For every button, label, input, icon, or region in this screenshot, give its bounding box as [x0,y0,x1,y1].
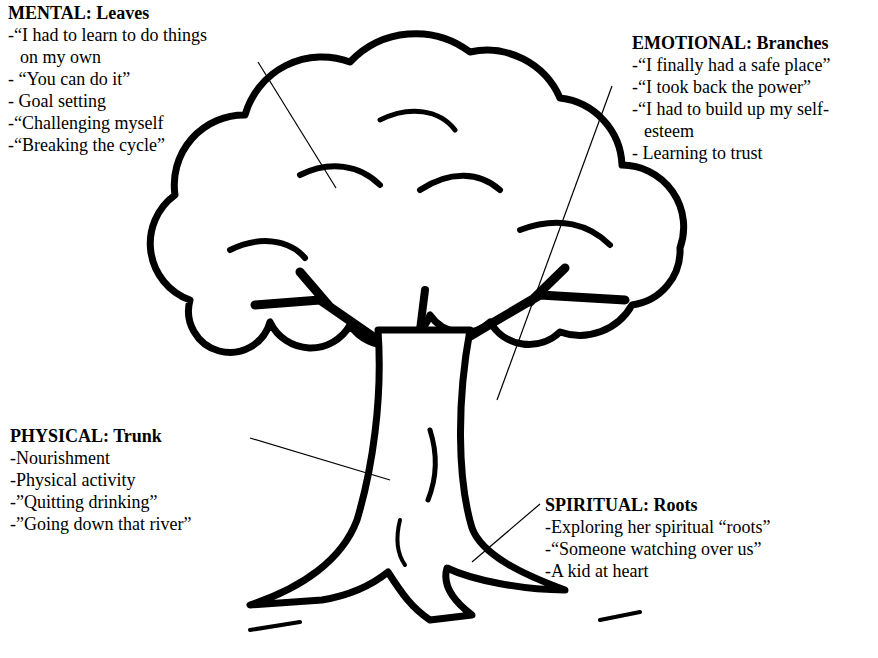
section-heading: PHYSICAL: Trunk [10,425,260,447]
list-item: -A kid at heart [545,560,865,582]
list-item: - “You can do it” [8,68,223,90]
leader-line [497,86,612,400]
list-item: -“I finally had a safe place” [632,54,862,76]
list-item: -“I had to build up my self-esteem [632,98,862,142]
list-item: -”Going down that river” [10,513,260,535]
leader-line [250,438,390,480]
tree-branch [420,290,425,330]
list-item: -Exploring her spiritual “roots” [545,516,865,538]
list-item: -Physical activity [10,469,260,491]
list-item: -“Someone watching over us” [545,538,865,560]
list-item: -“Challenging myself [8,112,223,134]
list-item: - Goal setting [8,90,223,112]
tree-trunk [250,330,565,620]
label-group: EMOTIONAL: Branches-“I finally had a saf… [632,32,862,164]
canopy-detail [520,223,610,245]
tree-canopy [150,34,683,353]
tree-branch [255,272,385,345]
section-heading: EMOTIONAL: Branches [632,32,862,54]
label-group: PHYSICAL: Trunk-Nourishment-Physical act… [10,425,260,535]
list-item: -“I had to learn to do things on my own [8,24,223,68]
canopy-detail [300,166,380,185]
section-heading: MENTAL: Leaves [8,2,223,24]
canopy-detail [380,111,455,130]
list-item: -“Breaking the cycle” [8,134,223,156]
tree-branch [455,268,625,345]
label-group: SPIRITUAL: Roots-Exploring her spiritual… [545,494,865,582]
trunk-detail [428,430,435,500]
section-heading: SPIRITUAL: Roots [545,494,865,516]
trunk-detail [398,520,405,565]
canopy-detail [420,176,500,190]
list-item: - Learning to trust [632,142,862,164]
list-item: -”Quitting drinking” [10,491,260,513]
ground-mark [250,612,640,630]
list-item: -“I took back the power” [632,76,862,98]
leader-line [258,62,336,188]
leader-line [472,504,540,562]
canopy-detail [230,241,305,258]
list-item: -Nourishment [10,447,260,469]
label-group: MENTAL: Leaves-“I had to learn to do thi… [8,2,223,156]
